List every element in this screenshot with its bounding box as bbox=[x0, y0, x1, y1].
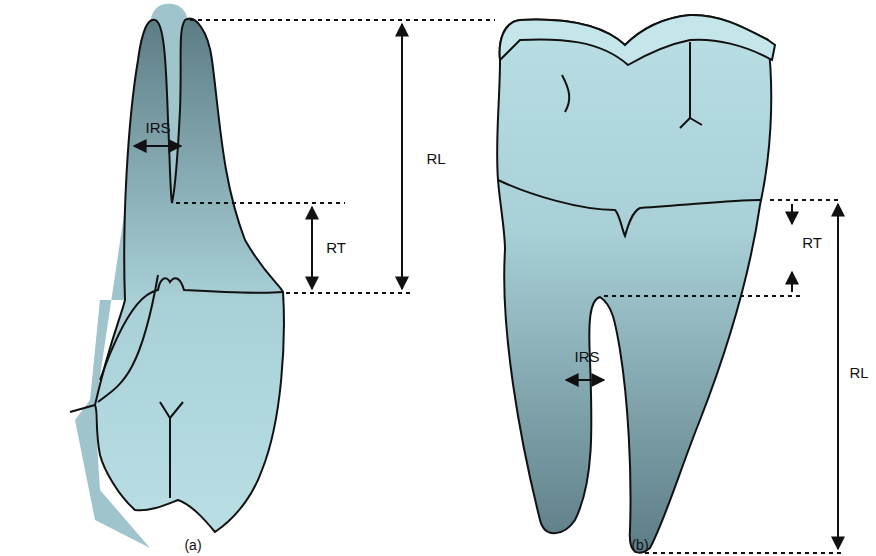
crown-top bbox=[500, 15, 775, 65]
lower-molar bbox=[497, 15, 771, 553]
cej-line bbox=[498, 180, 760, 236]
dimension-label: IRS bbox=[574, 349, 599, 364]
dimension-label: RL bbox=[849, 365, 868, 380]
palatal-root bbox=[75, 4, 285, 548]
upper-molar bbox=[95, 19, 284, 532]
dimension-label: RL bbox=[426, 151, 445, 166]
dimension-lines bbox=[134, 20, 842, 553]
dimension-label: RT bbox=[802, 235, 822, 250]
panel-label: (b) bbox=[631, 538, 648, 552]
cej-line bbox=[70, 275, 283, 412]
panel-label: (a) bbox=[184, 538, 201, 552]
crown-fissure bbox=[562, 42, 702, 128]
dimension-label: RT bbox=[326, 240, 346, 255]
dimension-label: IRS bbox=[145, 120, 170, 135]
crown-fissure bbox=[160, 402, 183, 498]
